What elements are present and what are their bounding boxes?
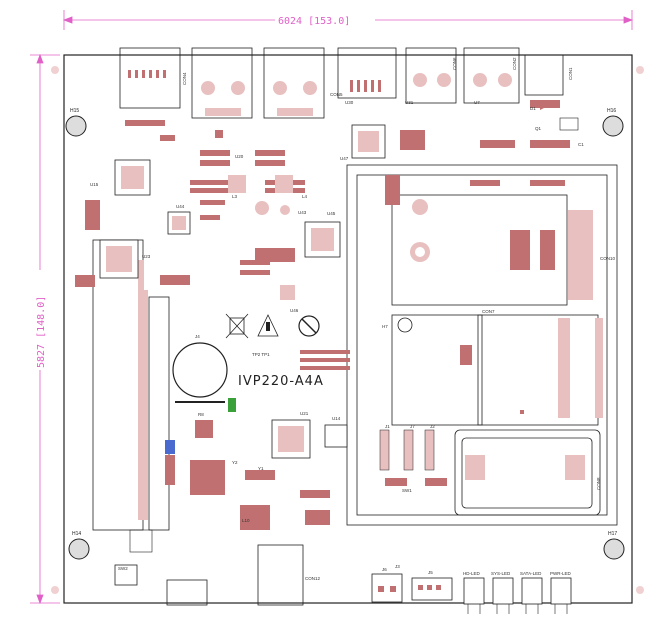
mount-hole-h17: H17 bbox=[603, 531, 625, 560]
con12-label: CON12 bbox=[305, 576, 321, 581]
connector-j6: J6 bbox=[371, 567, 403, 603]
sw1-label: SW1 bbox=[402, 488, 412, 493]
led-sys: SYS-LED bbox=[491, 571, 514, 614]
misc-label: U46 bbox=[290, 308, 299, 313]
board-outline bbox=[63, 54, 633, 604]
accent-parts bbox=[165, 398, 236, 454]
ic-u14: U14 bbox=[324, 416, 348, 448]
svg-text:H17: H17 bbox=[608, 531, 617, 537]
diode-d1 bbox=[540, 100, 579, 131]
weee-icon bbox=[225, 313, 249, 339]
width-dimension bbox=[62, 10, 634, 30]
led-sata: SATA-LED bbox=[520, 571, 543, 614]
label-con6: CON6 bbox=[452, 57, 457, 70]
svg-text:J5: J5 bbox=[428, 570, 433, 575]
label-l4: L4 bbox=[302, 194, 308, 199]
misc-label: J3 bbox=[395, 564, 400, 569]
usb-pads bbox=[128, 70, 560, 108]
misc-label: J1 bbox=[385, 424, 390, 429]
label-y1: Y1 bbox=[258, 466, 264, 471]
h7-label: H7 bbox=[382, 324, 388, 329]
label-con2: CON2 bbox=[512, 57, 517, 70]
corner-marks bbox=[51, 66, 644, 594]
svg-text:SYS-LED: SYS-LED bbox=[491, 571, 511, 576]
svg-text:J4: J4 bbox=[195, 334, 200, 339]
label-con8: CON8 bbox=[596, 477, 601, 490]
svg-text:H15: H15 bbox=[70, 108, 79, 114]
misc-label: J2 bbox=[430, 424, 435, 429]
sw2-label: SW2 bbox=[118, 566, 128, 571]
misc-label: U43 bbox=[298, 210, 307, 215]
jumper-posts bbox=[379, 429, 435, 471]
connector-j5: J5 bbox=[411, 570, 453, 601]
module-pads bbox=[397, 199, 603, 480]
misc-label: U7 bbox=[474, 100, 480, 105]
svg-text:U23: U23 bbox=[142, 254, 151, 259]
ic-u44: U44 bbox=[167, 204, 191, 235]
label-l3: L3 bbox=[232, 194, 238, 199]
svg-text:U47: U47 bbox=[340, 156, 349, 161]
light-pads bbox=[114, 175, 304, 606]
ic-u15: U15 bbox=[90, 159, 151, 196]
label-con4: CON4 bbox=[182, 72, 187, 85]
misc-label: D1 bbox=[530, 106, 536, 111]
mount-hole-h15: H15 bbox=[65, 108, 87, 137]
svg-text:U14: U14 bbox=[332, 416, 341, 421]
left-slot-pads bbox=[138, 260, 148, 520]
no-pb-icon bbox=[298, 315, 320, 337]
misc-label: J7 bbox=[410, 424, 415, 429]
misc-label: U31 bbox=[405, 100, 414, 105]
board-model: IVP220-A4A bbox=[238, 374, 324, 389]
mount-hole-h14: H14 bbox=[68, 531, 90, 560]
con10-label: CON10 bbox=[600, 256, 616, 261]
mount-hole-h16: H16 bbox=[602, 108, 624, 137]
tp-label: TP2 TP1 bbox=[252, 352, 270, 357]
svg-text:PWR-LED: PWR-LED bbox=[550, 571, 572, 576]
ic-u47: U47 bbox=[340, 124, 386, 161]
width-dimension-label: 6024 [153.0] bbox=[278, 16, 350, 27]
ic-u23: U23 bbox=[99, 239, 151, 279]
label-l10: L10 bbox=[242, 518, 250, 523]
esd-warning-icon bbox=[257, 314, 279, 337]
svg-text:H16: H16 bbox=[607, 108, 616, 114]
rj45-pads bbox=[201, 73, 512, 116]
label-con5: CON5 bbox=[330, 92, 343, 97]
label-y2: Y2 bbox=[232, 460, 238, 465]
battery-j4: J4 bbox=[172, 334, 228, 403]
misc-label: C1 bbox=[578, 142, 584, 147]
misc-label: U20 bbox=[235, 154, 244, 159]
svg-text:U45: U45 bbox=[327, 211, 336, 216]
misc-label: U30 bbox=[345, 100, 354, 105]
module-outline bbox=[346, 164, 618, 526]
svg-text:U44: U44 bbox=[176, 204, 185, 209]
ic-u45: U45 bbox=[304, 211, 341, 258]
svg-text:U15: U15 bbox=[90, 182, 99, 187]
led-hd: HD-LED bbox=[463, 571, 485, 614]
svg-text:HD-LED: HD-LED bbox=[463, 571, 481, 576]
top-connectors bbox=[119, 47, 564, 119]
led-pwr: PWR-LED bbox=[550, 571, 572, 614]
con7-label: CON7 bbox=[482, 309, 495, 314]
left-slots bbox=[92, 239, 170, 531]
misc-label: R8 bbox=[198, 412, 204, 417]
svg-text:H14: H14 bbox=[72, 531, 81, 537]
svg-text:SATA-LED: SATA-LED bbox=[520, 571, 542, 576]
ic-u21: U21 bbox=[271, 411, 311, 459]
misc-label: Q1 bbox=[535, 126, 542, 131]
svg-text:U21: U21 bbox=[300, 411, 309, 416]
height-dimension-label: 5827 [148.0] bbox=[36, 296, 47, 368]
height-dimension bbox=[30, 53, 60, 605]
label-con1: CON1 bbox=[568, 67, 573, 80]
svg-text:J6: J6 bbox=[382, 567, 387, 572]
